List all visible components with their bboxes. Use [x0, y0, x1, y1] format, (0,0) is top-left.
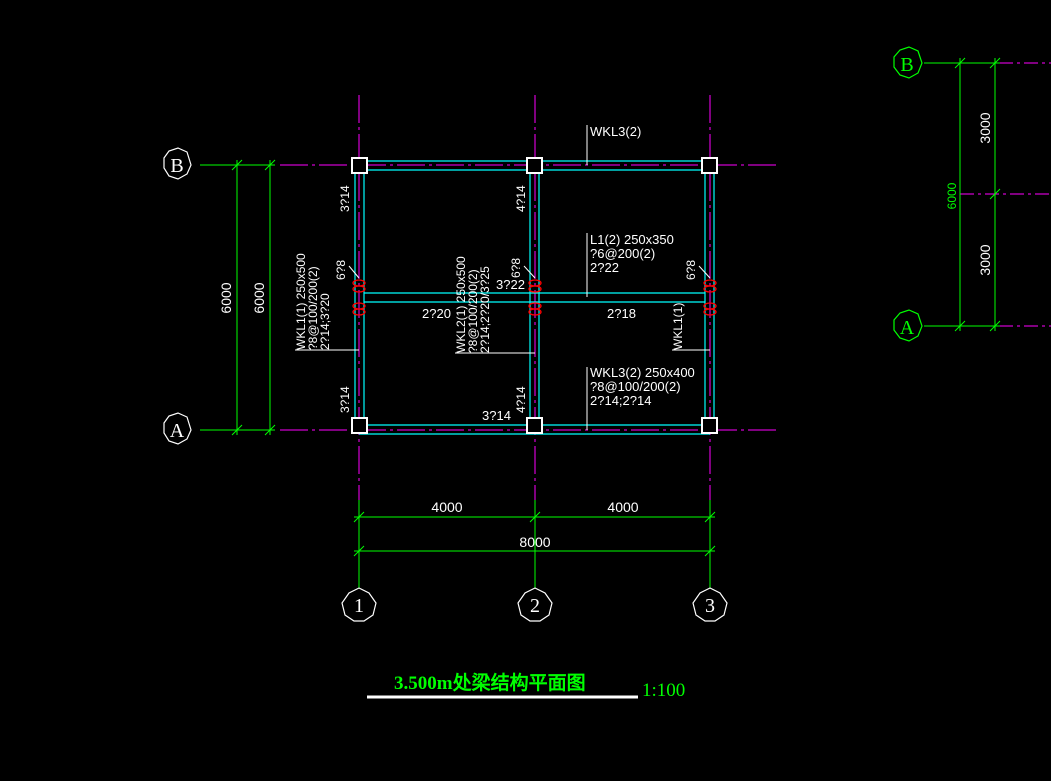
- side-dim-total-text: 6000: [945, 182, 959, 209]
- label-bottom-3-14: 3?14: [482, 408, 511, 423]
- tick-li-top: [264, 159, 276, 171]
- leader-6-8-mid: [523, 265, 536, 279]
- tick-lo-bottom: [231, 424, 243, 436]
- axis-label-1: 1: [354, 595, 364, 617]
- axis-bubbles: [163, 147, 728, 622]
- rebar-mark-3b: [703, 285, 717, 293]
- label-left-6-8: 6?8: [334, 260, 348, 280]
- drawing-scale: 1:100: [642, 680, 685, 701]
- column-b1: [351, 157, 368, 174]
- axis-bubble-3: [692, 587, 728, 622]
- axis-bubble-a: [163, 412, 192, 445]
- leader-lines: [295, 125, 711, 430]
- label-wkl2-2: ?8@100/200(2): [466, 269, 480, 353]
- column-b2: [526, 157, 543, 174]
- axis-bubble-b: [163, 147, 192, 180]
- label-wkl1-left-1: WKL1(1) 250x500: [294, 253, 308, 350]
- rebar-mark-3d: [703, 308, 717, 316]
- axis-label-2: 2: [530, 595, 540, 617]
- label-wkl2-1: WKL2(1) 250x500: [454, 256, 468, 353]
- columns: [351, 157, 718, 434]
- side-tick-5: [989, 320, 1001, 332]
- axis-label-b: B: [170, 155, 183, 177]
- tick-t1: [353, 545, 365, 557]
- drawing-title: 3.500m处梁结构平面图: [394, 671, 586, 694]
- leader-6-8-right: [698, 265, 711, 279]
- axis-label-a: A: [170, 420, 185, 442]
- label-l1-stirrup: ?6@200(2): [590, 246, 655, 261]
- label-wkl2-3: 2?14;2?20/3?25: [478, 266, 492, 353]
- side-axis-label-b: B: [900, 54, 913, 76]
- tick-b2: [529, 511, 541, 523]
- side-bubble-b: [893, 46, 923, 79]
- dim-bay-left: 4000: [431, 499, 462, 515]
- side-view: B A 6000 3000 3000: [893, 46, 1051, 342]
- tick-t3: [704, 545, 716, 557]
- label-left-bottom-3-14: 3?14: [338, 386, 352, 413]
- axis-bubble-1: [341, 587, 377, 622]
- side-tick-2: [954, 320, 966, 332]
- leader-6-8-left: [348, 265, 360, 279]
- tick-b1: [353, 511, 365, 523]
- label-wkl1-left-3: 2?14;3?20: [318, 293, 332, 350]
- label-wkl3-bottom-bar: 2?14;2?14: [590, 393, 651, 408]
- rebar-mark-1d: [352, 308, 366, 316]
- dim-left-inner: 6000: [251, 282, 267, 313]
- dim-left-outer: 6000: [218, 282, 234, 313]
- label-wkl3-bottom-stirrup: ?8@100/200(2): [590, 379, 681, 394]
- dimension-lines: [200, 159, 716, 588]
- tick-lo-top: [231, 159, 243, 171]
- label-wkl1-right: WKL1(1): [671, 303, 685, 350]
- label-wkl3-bottom-name: WKL3(2) 250x400: [590, 365, 695, 380]
- label-l1-bar: 2?22: [590, 260, 619, 275]
- label-mid-bottom-4-14: 4?14: [514, 386, 528, 413]
- label-span-2-18: 2?18: [607, 306, 636, 321]
- side-dim-lower-text: 3000: [977, 244, 993, 275]
- side-bubble-a: [893, 309, 923, 342]
- side-dim-upper-text: 3000: [977, 112, 993, 143]
- axis-bubble-2: [517, 587, 553, 622]
- dim-bay-right: 4000: [607, 499, 638, 515]
- label-mid-top-4-14: 4?14: [514, 185, 528, 212]
- rebar-mark-2d: [528, 308, 542, 316]
- side-axis-label-a: A: [900, 317, 915, 339]
- label-right-6-8: 6?8: [684, 260, 698, 280]
- label-span-2-20: 2?20: [422, 306, 451, 321]
- label-mid-6-8: 6?8: [509, 258, 523, 278]
- label-l1-name: L1(2) 250x350: [590, 232, 674, 247]
- side-tick-4: [989, 188, 1001, 200]
- tick-li-bottom: [264, 424, 276, 436]
- column-b3: [701, 157, 718, 174]
- axis-label-3: 3: [705, 595, 715, 617]
- rebar-mark-2b: [528, 285, 542, 293]
- label-wkl3-top: WKL3(2): [590, 124, 641, 139]
- label-wkl1-left-2: ?8@100/200(2): [306, 266, 320, 350]
- column-a2: [526, 417, 543, 434]
- label-mid-3-22: 3?22: [496, 277, 525, 292]
- column-a1: [351, 417, 368, 434]
- rebar-marks: [352, 279, 717, 316]
- side-tick-1: [954, 57, 966, 69]
- rebar-mark-1b: [352, 285, 366, 293]
- label-left-top-3-14: 3?14: [338, 185, 352, 212]
- dim-total: 8000: [519, 534, 550, 550]
- tick-b3: [704, 511, 716, 523]
- column-a3: [701, 417, 718, 434]
- side-tick-3: [989, 57, 1001, 69]
